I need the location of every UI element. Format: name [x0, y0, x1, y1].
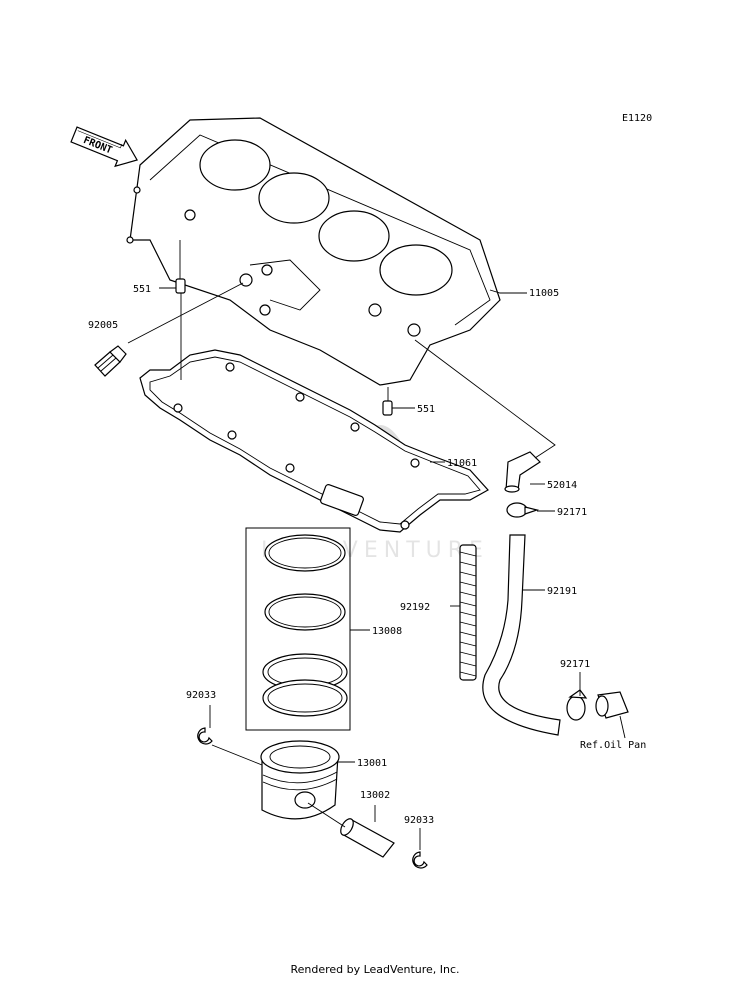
- callout-92191: 92191: [547, 586, 577, 597]
- dowel-pin-top: [175, 278, 186, 294]
- oil-pan-fitting: [595, 691, 629, 719]
- diagram-code: E1120: [622, 113, 652, 124]
- elbow-fitting-52014: [504, 451, 541, 493]
- piston-13001: [260, 740, 340, 820]
- leader-lines: [127, 240, 626, 850]
- callout-11005: 11005: [529, 288, 559, 299]
- callout-92171-bottom: 92171: [560, 659, 590, 670]
- callout-13002: 13002: [360, 790, 390, 801]
- footer-credit: Rendered by LeadVenture, Inc.: [290, 963, 460, 976]
- clamp-92171-bottom: [566, 689, 588, 721]
- callout-11061: 11061: [447, 458, 477, 469]
- callout-92171-top: 92171: [557, 507, 587, 518]
- callout-92192: 92192: [400, 602, 430, 613]
- callout-92033-left: 92033: [186, 690, 216, 701]
- front-arrow-icon: FRONT: [70, 126, 138, 168]
- hose-92191: [482, 534, 561, 736]
- callout-92033-right: 92033: [404, 815, 434, 826]
- callout-13008: 13008: [372, 626, 402, 637]
- snap-ring-left: [197, 727, 213, 745]
- piston-ring-set-box: [245, 527, 351, 731]
- callout-ref-oil-pan: Ref.Oil Pan: [580, 740, 646, 751]
- callout-52014: 52014: [547, 480, 577, 491]
- plug-92005: [94, 345, 127, 377]
- head-gasket: [139, 349, 489, 533]
- spring-92192: [459, 544, 477, 681]
- callout-551-bottom: 551: [417, 404, 435, 415]
- piston-pin-13002: [340, 818, 395, 858]
- callout-92005: 92005: [88, 320, 118, 331]
- dowel-pin-bottom: [382, 400, 393, 416]
- clamp-92171-top: [506, 502, 540, 518]
- snap-ring-right: [412, 851, 428, 869]
- callout-551-top: 551: [133, 284, 151, 295]
- piston-rings: [262, 534, 348, 717]
- cylinder-block: [126, 117, 501, 386]
- callout-13001: 13001: [357, 758, 387, 769]
